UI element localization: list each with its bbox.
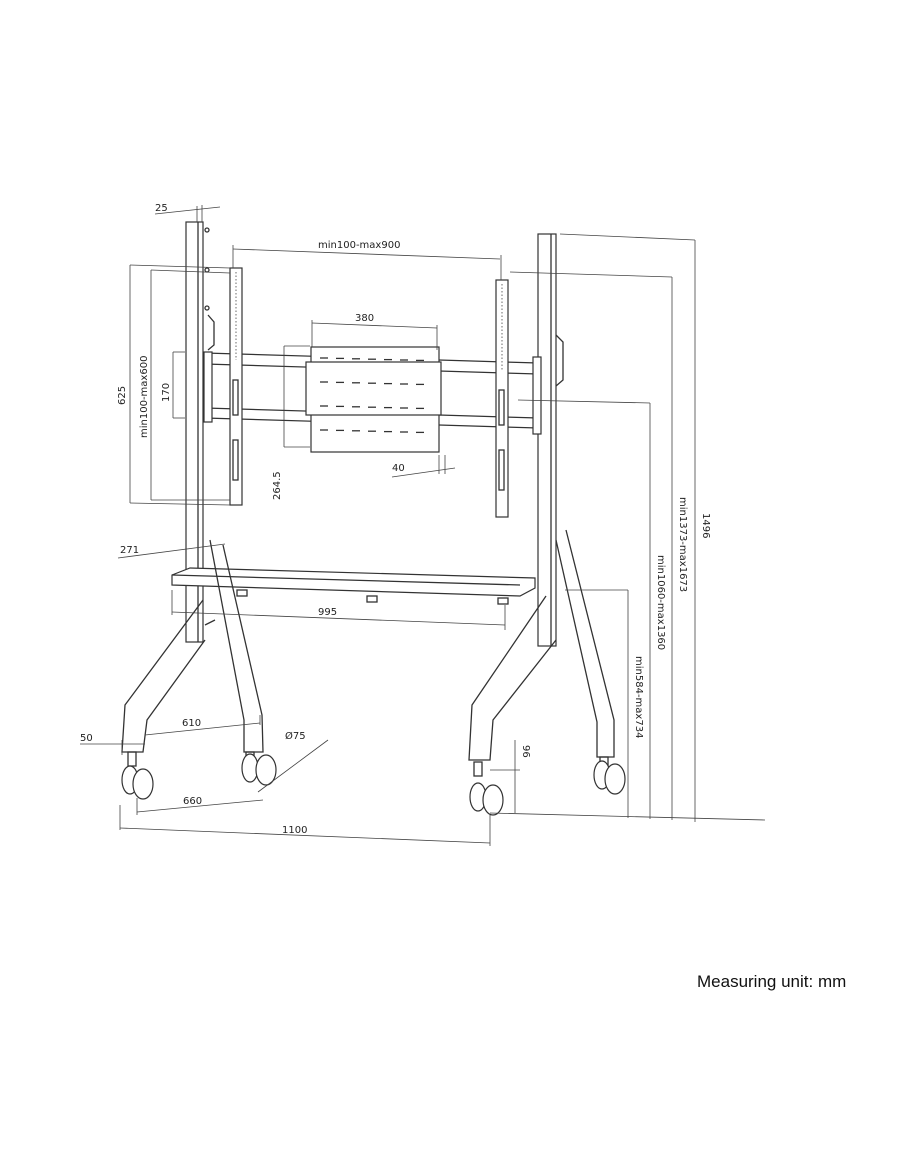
bracket-spacing-label: min100-max900 (318, 240, 400, 251)
top-height-label: min1373-max1673 (677, 497, 688, 592)
caster (469, 761, 504, 816)
leg-width-label: 50 (80, 733, 93, 744)
bracket-length-label: 625 (117, 386, 128, 405)
rail-spacing-label: 170 (161, 383, 172, 402)
casters (121, 751, 626, 816)
center-height-label: min1060-max1360 (655, 555, 666, 650)
shelf (171, 567, 536, 605)
caster (241, 751, 277, 786)
right-vertical-bracket (495, 279, 509, 518)
post-depth-label: 25 (155, 203, 168, 214)
right-post (537, 233, 564, 647)
shelf-depth-label: 271 (120, 545, 139, 556)
caster-height-label: 96 (520, 745, 531, 758)
caster (593, 756, 626, 795)
caster (121, 751, 154, 800)
shelf-width-label: 995 (318, 607, 337, 618)
caster-diameter-label: Ø75 (285, 730, 306, 742)
vesa-vertical-label: min100-max600 (139, 356, 150, 438)
left-vertical-bracket (229, 267, 243, 506)
leg-inner-label: 610 (182, 718, 201, 729)
base-width-label: 1100 (282, 825, 307, 836)
plate-depth-label: 40 (392, 463, 405, 474)
center-mount-plate (305, 346, 442, 453)
total-height-label: 1496 (700, 513, 711, 538)
leg-outer-label: 660 (183, 796, 202, 807)
plate-height-label: 264.5 (272, 471, 283, 500)
measuring-unit-note: Measuring unit: mm (697, 972, 847, 991)
dimension-labels: 25 min100-max900 380 625 min100-max600 1… (80, 203, 711, 836)
shelf-height-label: min584-max734 (633, 656, 644, 738)
dimension-lines (80, 205, 766, 846)
plate-width-label: 380 (355, 313, 374, 324)
